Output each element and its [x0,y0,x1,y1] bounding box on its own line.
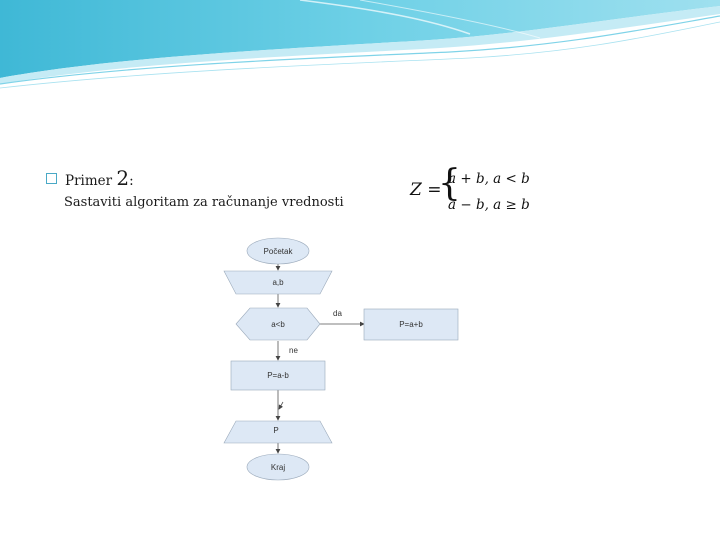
svg-text:a,b: a,b [272,278,284,287]
svg-text:Kraj: Kraj [271,463,285,472]
label-no: ne [289,346,298,355]
example-label: Primer [65,173,117,189]
svg-text:P=a-b: P=a-b [267,371,289,380]
svg-text:Početak: Početak [264,247,294,256]
formula-case-2: a − b, a ≥ b [448,197,530,213]
formula-brace: { [438,163,461,204]
node-output: P [223,420,333,444]
node-end: Kraj [246,453,310,481]
bullet-box-icon [46,173,57,184]
formula-case-1: a + b, a < b [448,171,530,187]
node-decision: a<b [235,307,321,341]
header-banner [0,0,720,89]
svg-text:a<b: a<b [271,320,285,329]
node-process-yes: P=a+b [363,308,459,341]
svg-text:P=a+b: P=a+b [399,320,423,329]
label-yes: da [333,309,342,318]
formula-lhs: Z = [410,180,442,200]
piecewise-formula: Z = { a + b, a < b a − b, a ≥ b [410,163,540,218]
node-start: Početak [246,237,310,265]
example-heading: Primer 2: [46,166,134,190]
svg-text:P: P [273,426,278,435]
edge-merge-arrow [278,401,284,410]
node-process-no: P=a-b [230,360,326,391]
example-colon: : [129,173,134,189]
task-description: Sastaviti algoritam za računanje vrednos… [64,195,344,210]
example-number: 2 [116,166,130,190]
node-input: a,b [223,270,333,295]
